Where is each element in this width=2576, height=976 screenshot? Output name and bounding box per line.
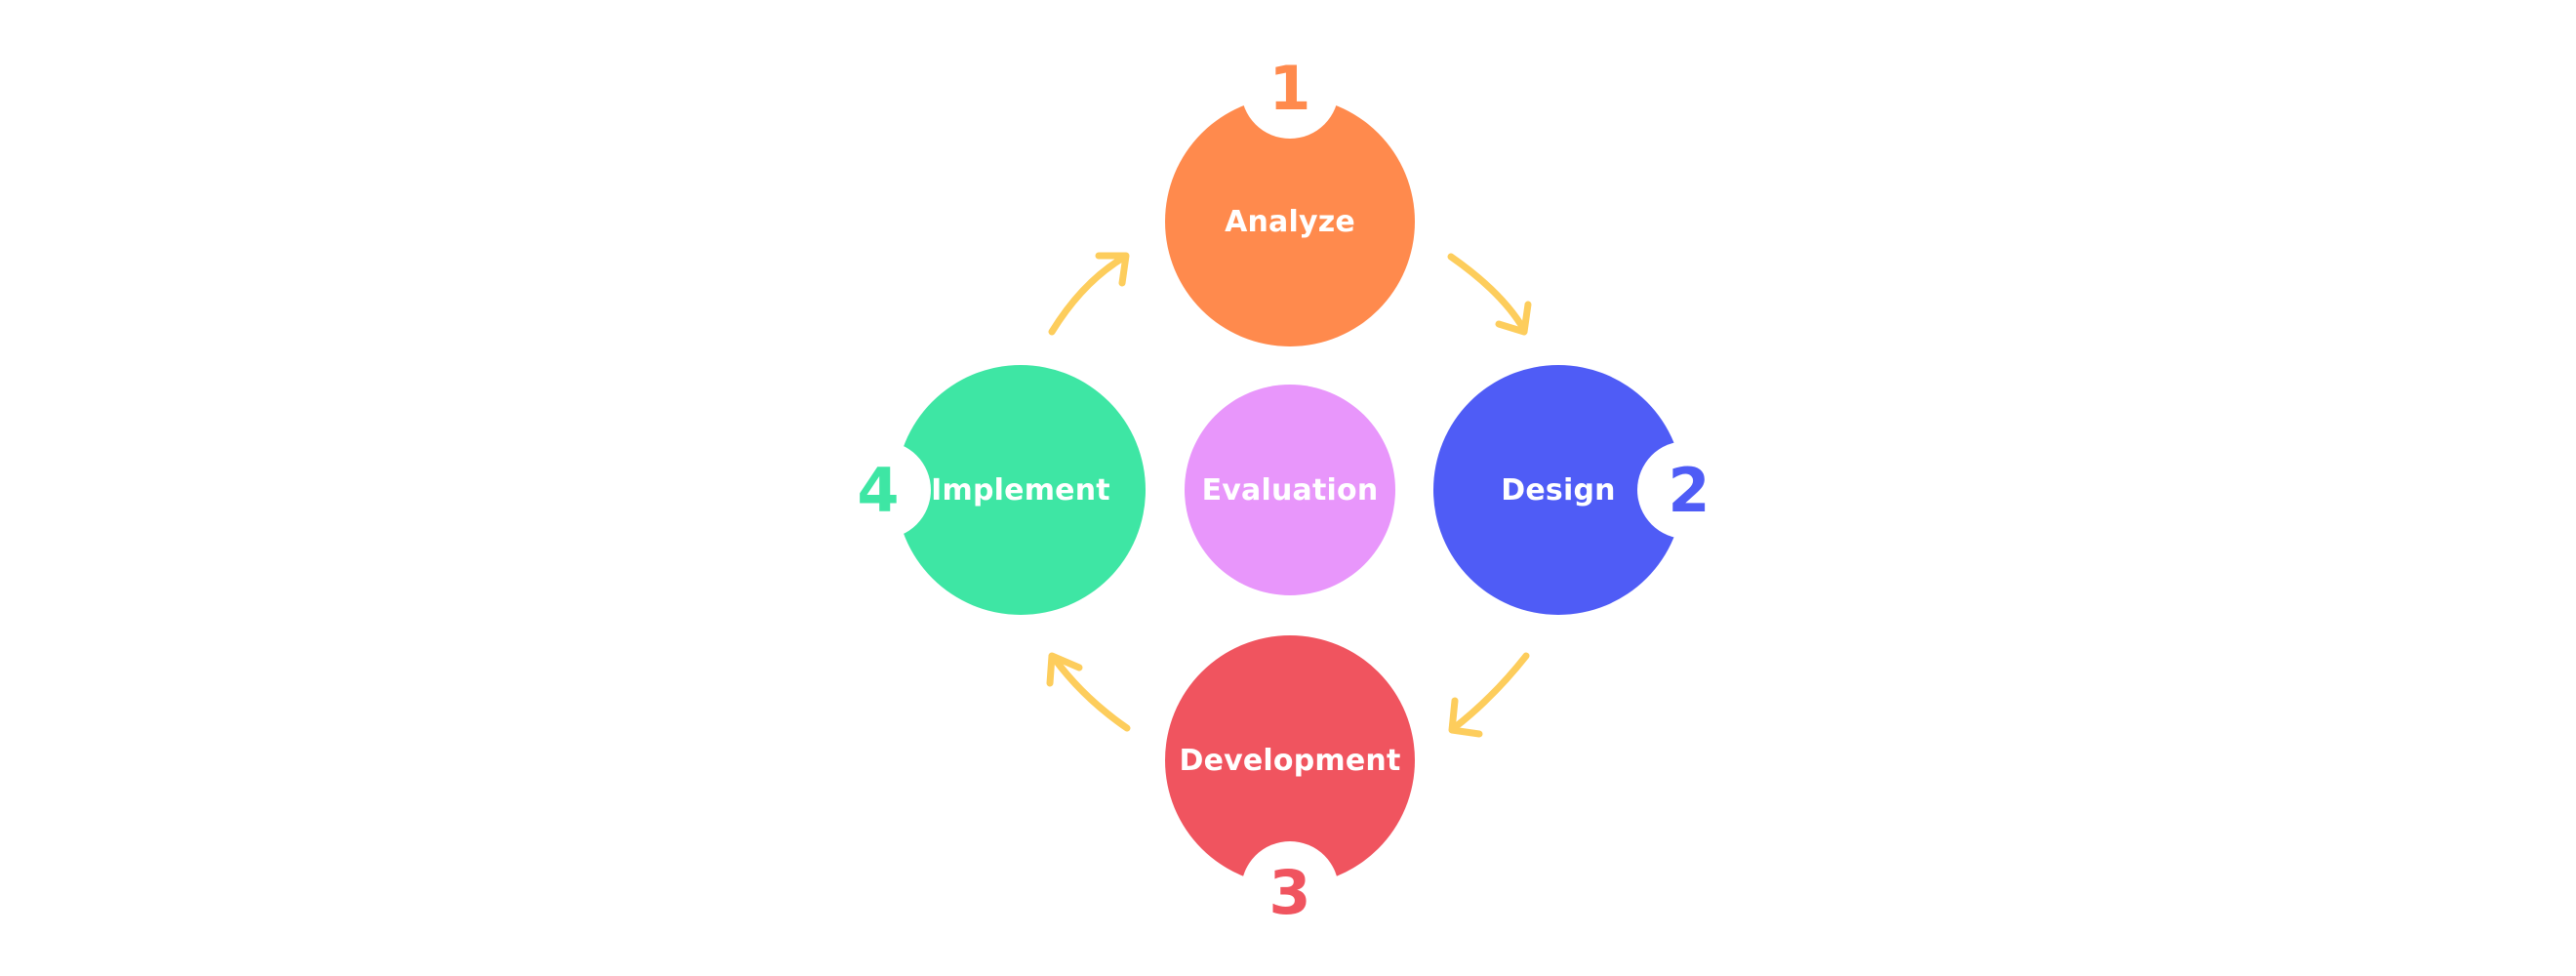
step-number-3: 3: [1268, 857, 1311, 928]
step-number-4: 4: [857, 455, 900, 526]
arrow-design-to-development: [1448, 652, 1530, 738]
development-circle: [1165, 635, 1415, 885]
implement-label: Implement: [931, 472, 1110, 508]
design-circle: [1433, 365, 1683, 615]
analyze-label: Analyze: [1225, 204, 1355, 239]
arrow-analyze-to-design: [1447, 253, 1532, 336]
evaluation-label: Evaluation: [1201, 472, 1379, 508]
analyze-circle: [1165, 97, 1415, 346]
arrow-development-to-implement: [1046, 652, 1131, 732]
development-label: Development: [1179, 743, 1401, 778]
evaluation-circle: [1185, 385, 1395, 595]
arrow-implement-to-analyze: [1048, 252, 1130, 336]
design-label: Design: [1501, 472, 1616, 508]
step-number-2: 2: [1668, 455, 1711, 526]
implement-circle: [896, 365, 1146, 615]
step-number-1: 1: [1268, 53, 1311, 124]
